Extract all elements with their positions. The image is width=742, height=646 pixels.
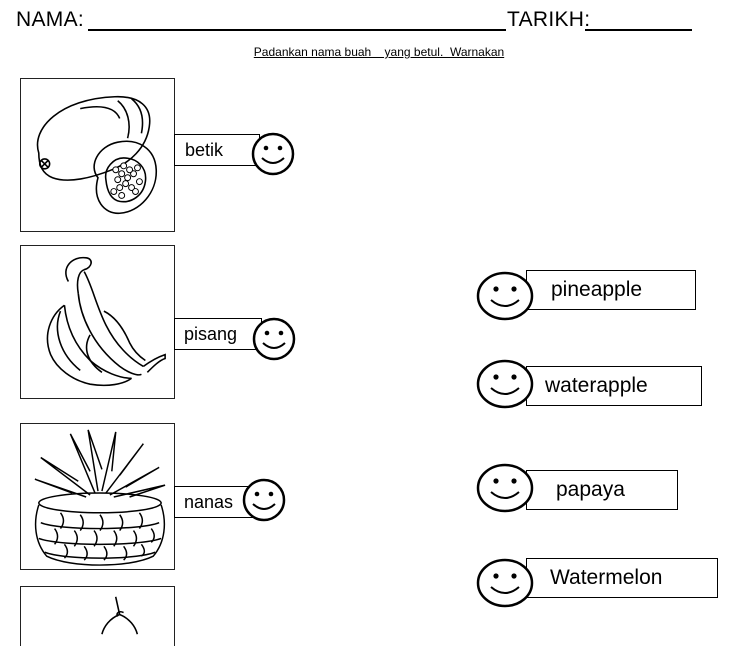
banana-icon xyxy=(46,256,166,387)
tarikh-label: TARIKH: xyxy=(507,8,591,31)
label-pisang-text: pisang xyxy=(184,323,238,344)
fruit-partial-icon xyxy=(101,596,139,635)
answer-pineapple-text: pineapple xyxy=(551,278,643,301)
answer-box-waterapple: waterapple xyxy=(526,366,702,406)
picture-frame-partial xyxy=(20,586,175,646)
answer-box-pineapple: pineapple xyxy=(526,270,696,310)
smiley-face-icon[interactable] xyxy=(476,558,534,608)
answer-waterapple-text: waterapple xyxy=(545,374,648,397)
answer-box-watermelon: Watermelon xyxy=(526,558,718,598)
label-betik-text: betik xyxy=(185,139,224,160)
label-nanas-text: nanas xyxy=(184,491,234,512)
smiley-face-icon[interactable] xyxy=(476,463,534,513)
papaya-icon xyxy=(36,95,158,215)
picture-frame-banana xyxy=(20,245,175,399)
label-betik: betik xyxy=(174,134,260,166)
smiley-face-icon[interactable] xyxy=(251,132,295,176)
smiley-face-icon[interactable] xyxy=(476,359,534,409)
pineapple-icon xyxy=(34,429,166,566)
smiley-face-icon[interactable] xyxy=(476,271,534,321)
picture-frame-papaya xyxy=(20,78,175,232)
tarikh-underline[interactable] xyxy=(585,29,692,31)
smiley-face-icon[interactable] xyxy=(252,317,296,361)
label-pisang: pisang xyxy=(174,318,262,350)
answer-papaya-text: papaya xyxy=(556,478,625,501)
nama-label: NAMA: xyxy=(16,8,85,31)
answer-box-papaya: papaya xyxy=(526,470,678,510)
smiley-face-icon[interactable] xyxy=(242,478,286,522)
instruction-text: Padankan nama buah yang betul. Warnakan xyxy=(253,45,505,59)
answer-watermelon-text: Watermelon xyxy=(550,566,663,589)
nama-underline[interactable] xyxy=(88,29,506,31)
picture-frame-pineapple xyxy=(20,423,175,570)
